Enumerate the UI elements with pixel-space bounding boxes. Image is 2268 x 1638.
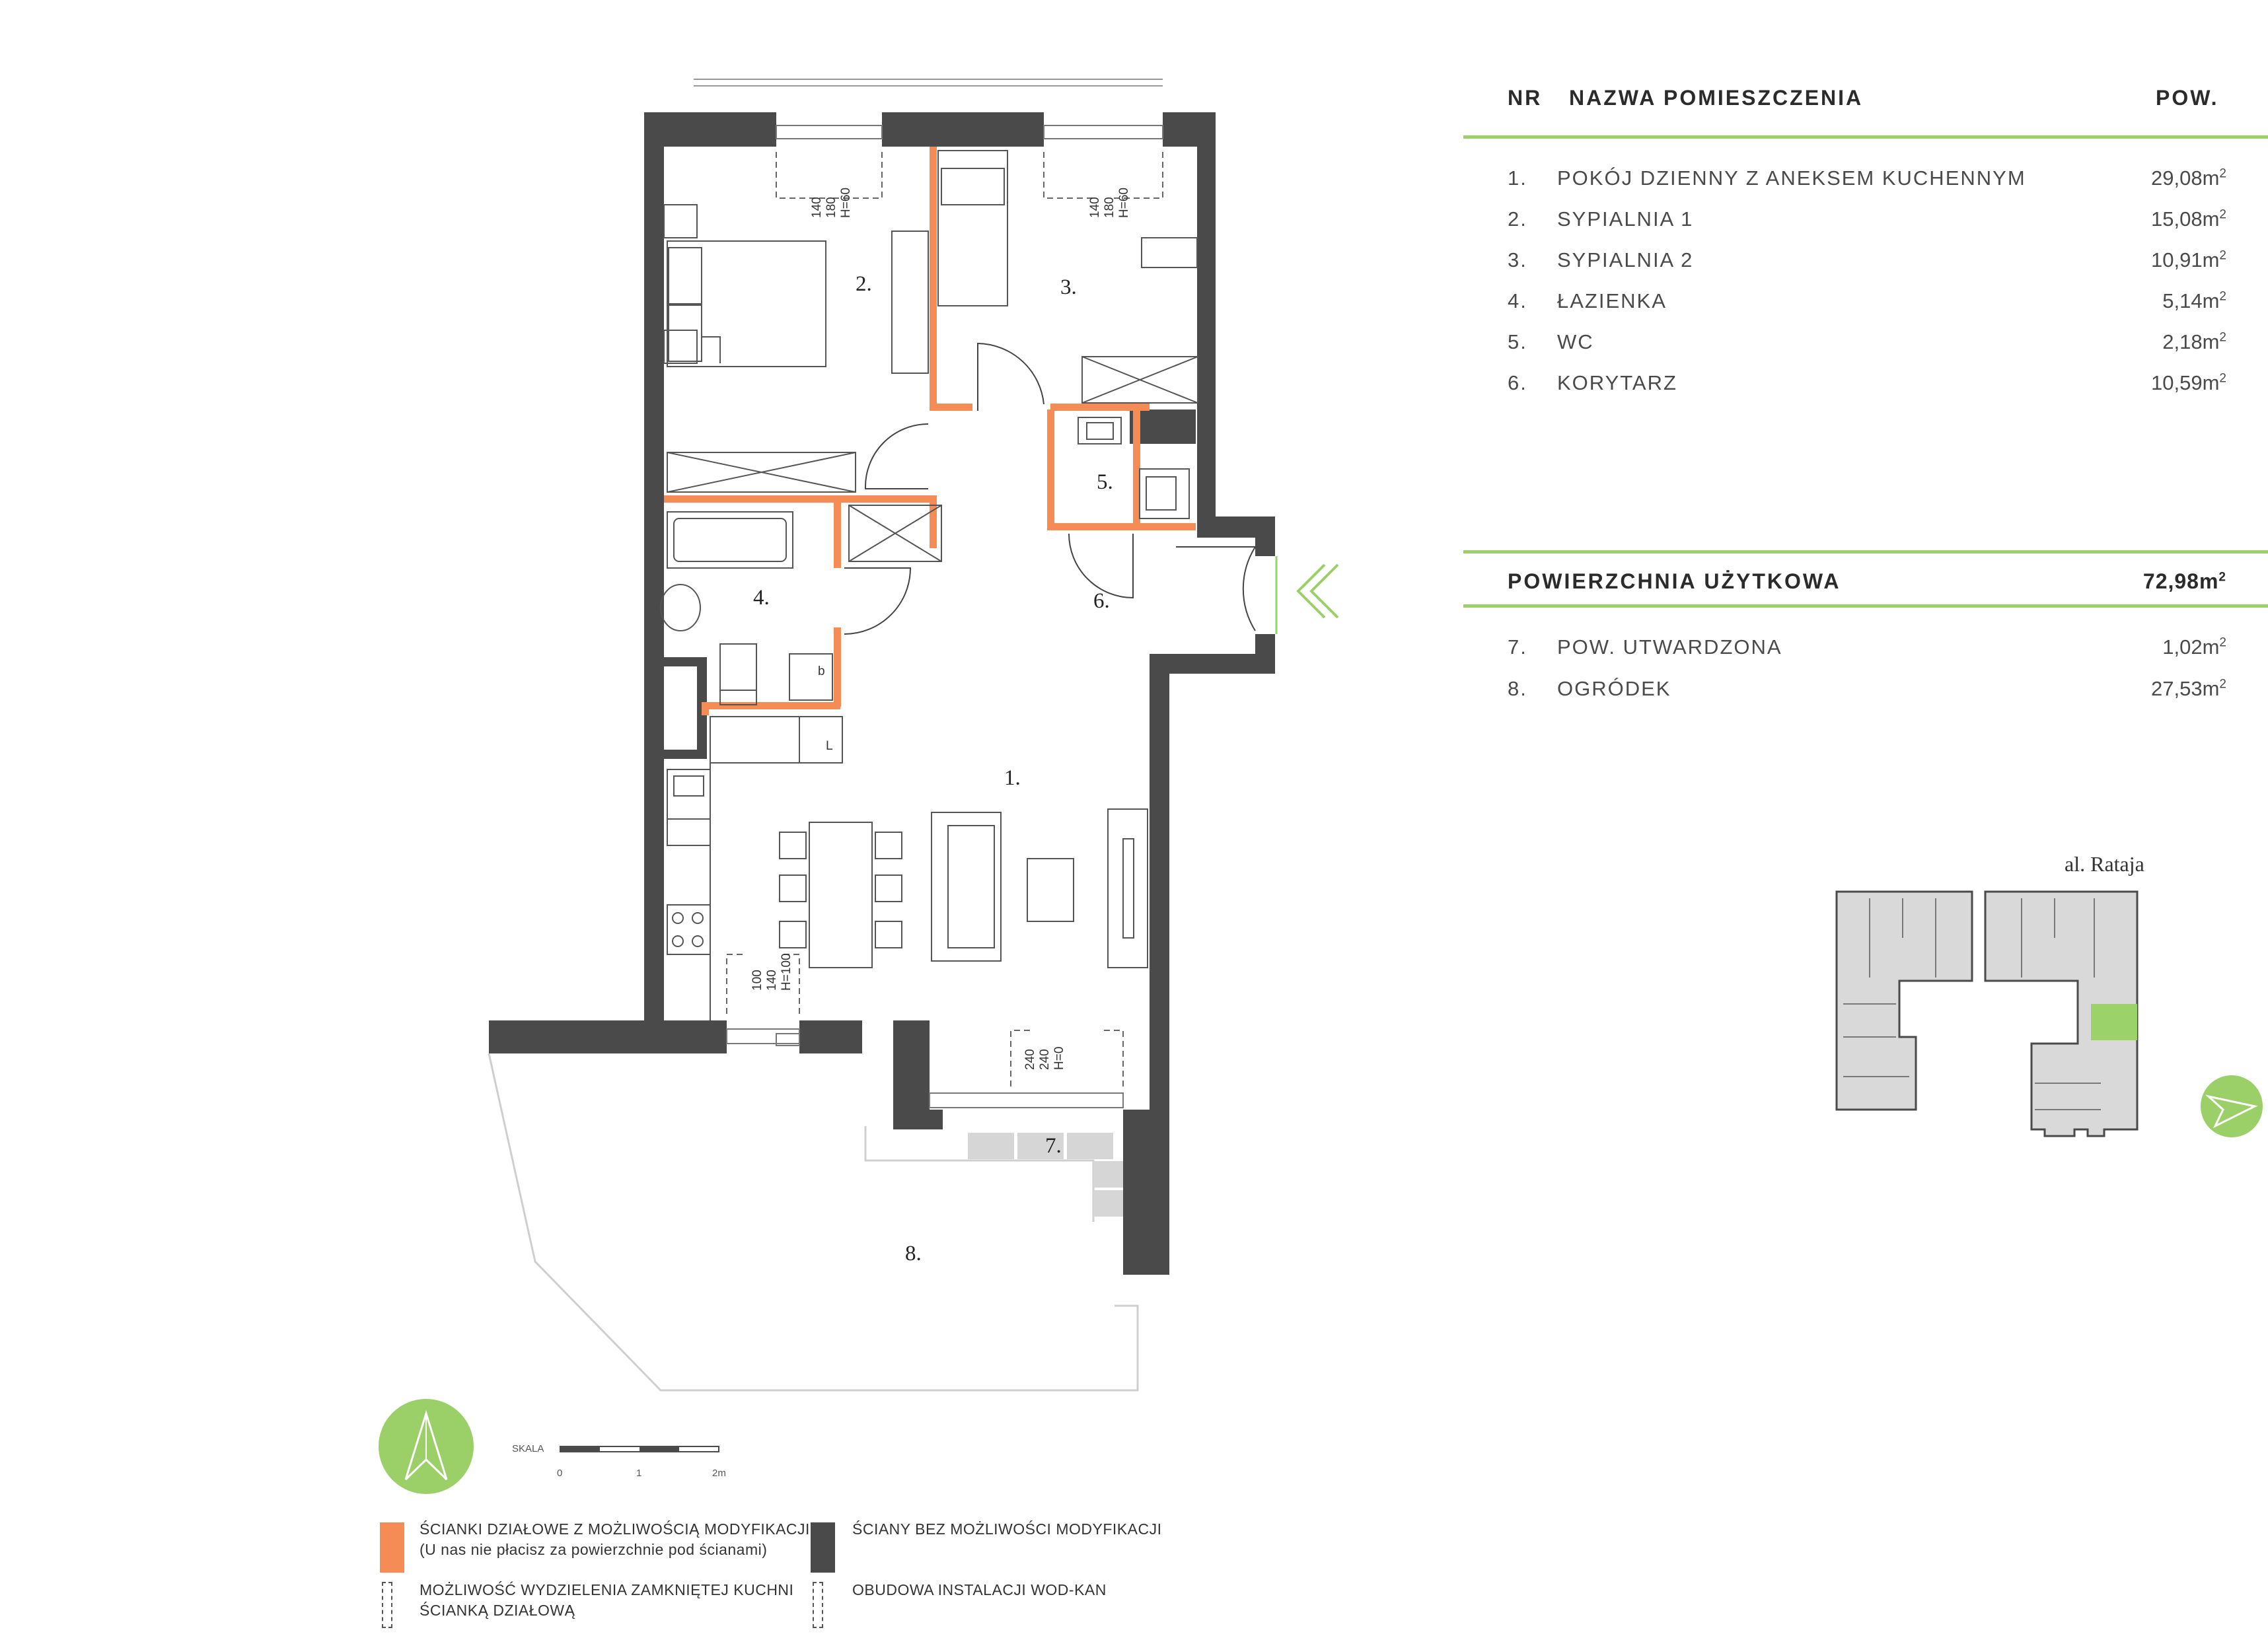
svg-text:2m: 2m: [712, 1468, 726, 1479]
scale-bar: SKALA 0 1 2m: [512, 1443, 726, 1479]
room-label-3: 3.: [1060, 275, 1077, 299]
apartment-highlight: [2091, 1004, 2137, 1040]
svg-text:240: 240: [1023, 1049, 1037, 1070]
window-dimensions: 140 180 H=60 140 180 H=60 100 140 H=100 …: [750, 188, 1131, 1070]
modifiable-walls: [664, 147, 1196, 715]
col-name-header: NAZWA POMIESZCZENIA: [1569, 86, 1864, 110]
legend-modifiable-swatch: [380, 1522, 404, 1573]
room-row: 4.ŁAZIENKA 5,14m2: [1508, 289, 2226, 312]
svg-text:H=60: H=60: [839, 188, 853, 218]
street-label: al. Rataja: [2065, 852, 2144, 876]
room-label-1: 1.: [1004, 766, 1021, 790]
svg-text:0: 0: [557, 1468, 562, 1479]
svg-text:140: 140: [810, 197, 824, 218]
svg-text:100: 100: [750, 970, 764, 991]
total-divider-top: [1463, 550, 2268, 553]
total-divider-bottom: [1463, 604, 2268, 608]
svg-text:H=60: H=60: [1117, 188, 1131, 218]
entrance-arrow: [1275, 556, 1339, 634]
extra-row: 7.POW. UTWARDZONA 1,02m2: [1508, 635, 2226, 659]
total-area-row: POWIERZCHNIA UŻYTKOWA 72,98m2: [1508, 569, 2226, 593]
garden-outline: [488, 1053, 1139, 1392]
room-label-2: 2.: [856, 272, 872, 296]
window-swing-marks: [726, 152, 1163, 1086]
svg-text:H=100: H=100: [780, 953, 793, 991]
bedroom1-furniture: [663, 204, 929, 493]
wc-furniture: [1078, 417, 1190, 519]
col-nr-header: NR: [1508, 86, 1543, 110]
room-label-6: 6.: [1093, 589, 1110, 613]
room-label-5: 5.: [1097, 470, 1113, 494]
site-map: [1835, 890, 2139, 1137]
room-label-8: 8.: [905, 1242, 922, 1265]
laundry-letter: L: [826, 739, 833, 753]
living-furniture: [667, 760, 1148, 1020]
room-row: 1.POKÓJ DZIENNY Z ANEKSEM KUCHENNYM 29,0…: [1508, 166, 2226, 190]
boiler-letter: b: [818, 664, 825, 678]
room-label-7: 7.: [1045, 1134, 1062, 1158]
svg-text:SKALA: SKALA: [512, 1443, 544, 1454]
legend-kitchen: MOŻLIWOŚĆ WYDZIELENIA ZAMKNIĘTEJ KUCHNI …: [420, 1581, 794, 1619]
svg-text:140: 140: [765, 970, 779, 991]
legend-fixed-swatch: [811, 1522, 835, 1573]
legend-modifiable: ŚCIANKI DZIAŁOWE Z MOŻLIWOŚCIĄ MODYFIKAC…: [420, 1520, 810, 1558]
col-area-header: POW.: [2156, 86, 2219, 110]
room-row: 2.SYPIALNIA 1 15,08m2: [1508, 207, 2226, 231]
extra-row: 8.OGRÓDEK 27,53m2: [1508, 677, 2226, 700]
room-row: 5.WC 2,18m2: [1508, 330, 2226, 353]
legend-installations: OBUDOWA INSTALACJI WOD-KAN: [852, 1581, 1107, 1598]
room-label-4: 4.: [753, 586, 770, 610]
header-divider: [1463, 135, 2268, 139]
svg-text:1: 1: [636, 1468, 641, 1479]
svg-text:H=0: H=0: [1052, 1047, 1066, 1070]
svg-text:140: 140: [1088, 197, 1102, 218]
windows-top: [694, 79, 1163, 1108]
bedroom2-furniture: [937, 150, 1198, 404]
legend-kitchen-swatch: [382, 1582, 392, 1628]
legend-installations-swatch: [813, 1582, 823, 1628]
compass-north-icon: [379, 1399, 474, 1494]
compass-site-icon: [2201, 1075, 2263, 1137]
legend-fixed-walls: ŚCIANY BEZ MOŻLIWOŚCI MODYFIKACJI: [852, 1520, 1162, 1538]
bathroom-furniture: [660, 505, 942, 764]
paved-area: [968, 1133, 1123, 1217]
fixed-walls: [489, 112, 1275, 1275]
room-labels: 1. 2. 3. 4. 5. 6. 7. 8.: [753, 272, 1113, 1265]
svg-text:240: 240: [1038, 1049, 1052, 1070]
room-row: 3.SYPIALNIA 2 10,91m2: [1508, 248, 2226, 271]
svg-text:180: 180: [824, 197, 838, 218]
door-swings: [844, 342, 1257, 635]
room-row: 6.KORYTARZ 10,59m2: [1508, 371, 2226, 394]
svg-text:180: 180: [1103, 197, 1116, 218]
